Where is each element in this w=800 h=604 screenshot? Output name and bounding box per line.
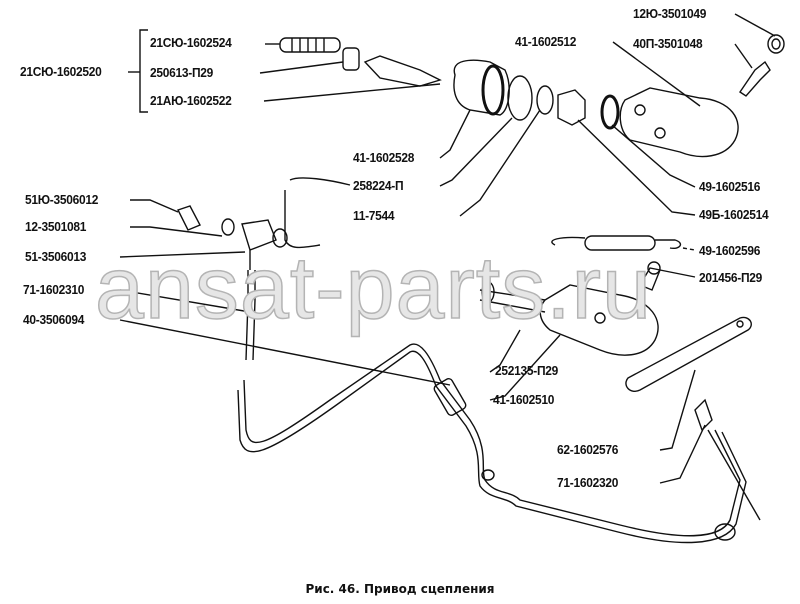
label-pushrod: 21СЮ-1602524 [150, 35, 232, 50]
label-snap-ring: 258224-П [353, 178, 404, 193]
seal-part [600, 94, 620, 130]
assembly-bracket [139, 29, 148, 113]
label-master-cylinder-body: 41-1602512 [515, 34, 577, 49]
label-seal: 49-1602516 [699, 179, 761, 194]
leader-line [119, 289, 251, 313]
label-piston: 49Б-1602514 [699, 207, 769, 222]
label-nut2: 252135-П29 [495, 363, 559, 378]
banjo-part [177, 205, 288, 270]
spring-part [551, 235, 682, 251]
label-bracket: 62-1602576 [557, 442, 619, 457]
leader-line [659, 424, 706, 484]
label-spring: 49-1602596 [699, 243, 761, 258]
label-bleeder: 40П-3501048 [633, 36, 703, 51]
brake-line [237, 270, 761, 544]
figure-caption: Рис. 46. Привод сцепления [305, 582, 495, 596]
pushrod-part [279, 37, 442, 87]
leader-line [119, 319, 451, 386]
label-line: 40-3506094 [23, 312, 85, 327]
snap-ring-part [507, 75, 533, 121]
label-banjo: 51-3506013 [25, 249, 87, 264]
engine-outline [284, 177, 351, 249]
slave-cylinder-part [479, 281, 659, 356]
master-cylinder-part [619, 87, 739, 158]
bolt-part [638, 261, 661, 291]
label-nut: 250613-П29 [150, 65, 214, 80]
label-rod-end: 21АЮ-1602522 [150, 93, 232, 108]
bleeder-part [739, 60, 771, 97]
label-washer: 12-3501081 [25, 219, 87, 234]
piston-part [557, 89, 586, 126]
label-ring: 11-7544 [353, 208, 395, 223]
cap-part [767, 34, 785, 54]
label-hose2: 71-1602320 [557, 475, 619, 490]
bracket-part [625, 316, 752, 392]
label-cap: 12Ю-3501049 [633, 6, 707, 21]
label-slave-cylinder: 41-1602510 [493, 392, 555, 407]
label-boot: 41-1602528 [353, 150, 415, 165]
label-banjo-bolt: 51Ю-3506012 [25, 192, 99, 207]
label-hose: 71-1602310 [23, 282, 85, 297]
boot-part [453, 59, 510, 116]
ring-part [536, 85, 554, 115]
label-bolt: 201456-П29 [699, 270, 763, 285]
label-assembly: 21СЮ-1602520 [20, 64, 102, 79]
